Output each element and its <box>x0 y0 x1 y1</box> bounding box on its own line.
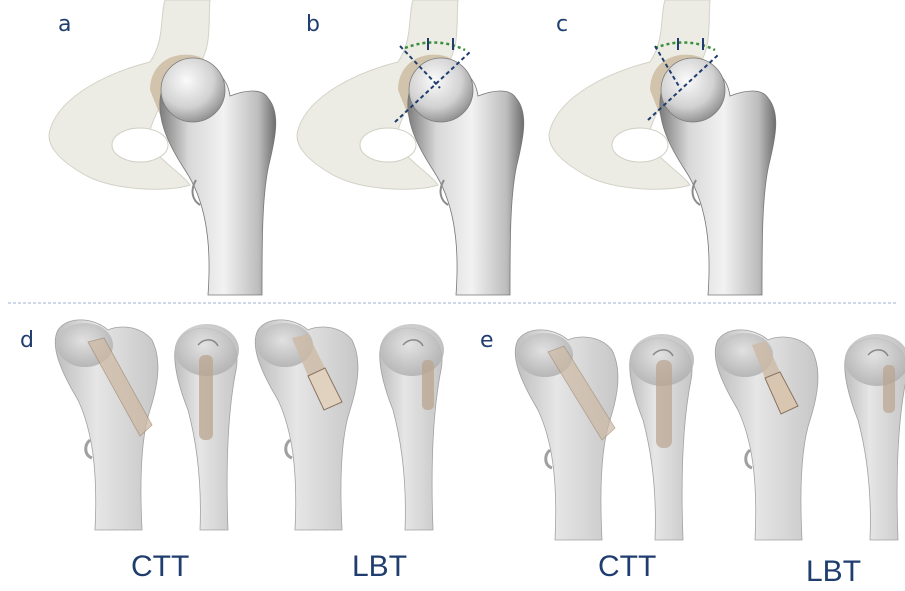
panel-e-lbt-graft-side <box>883 365 895 413</box>
panel-e-lbt-side-femur <box>845 334 905 540</box>
group-label-d-lbt: LBT <box>352 552 407 582</box>
panel-e-lbt-front-femur <box>715 330 818 540</box>
panel-d-ctt-graft-side <box>199 355 213 440</box>
panel-d-ctt-front-femur <box>55 320 158 530</box>
panel-d-lbt-side-femur <box>380 324 444 530</box>
group-label-e-ctt: CTT <box>598 552 656 582</box>
panel-d-lbt-graft-side <box>422 360 434 410</box>
panel-d-ctt-side-femur <box>175 324 239 530</box>
panel-label-e: e <box>480 330 494 352</box>
panel-label-a: a <box>58 14 71 36</box>
panel-e-ctt-front-femur <box>515 330 618 540</box>
panel-b-hip-model <box>297 0 524 295</box>
panel-label-d: d <box>20 330 34 352</box>
group-label-e-lbt: LBT <box>806 557 861 587</box>
panel-label-b: b <box>306 14 320 36</box>
group-label-d-ctt: CTT <box>131 552 189 582</box>
panel-d-lbt-front-femur <box>255 320 358 530</box>
panel-e-ctt-side-femur <box>630 334 694 540</box>
panel-e-ctt-graft-side <box>656 360 672 448</box>
panel-a-hip-model <box>49 0 276 295</box>
panel-label-c: c <box>556 14 568 36</box>
